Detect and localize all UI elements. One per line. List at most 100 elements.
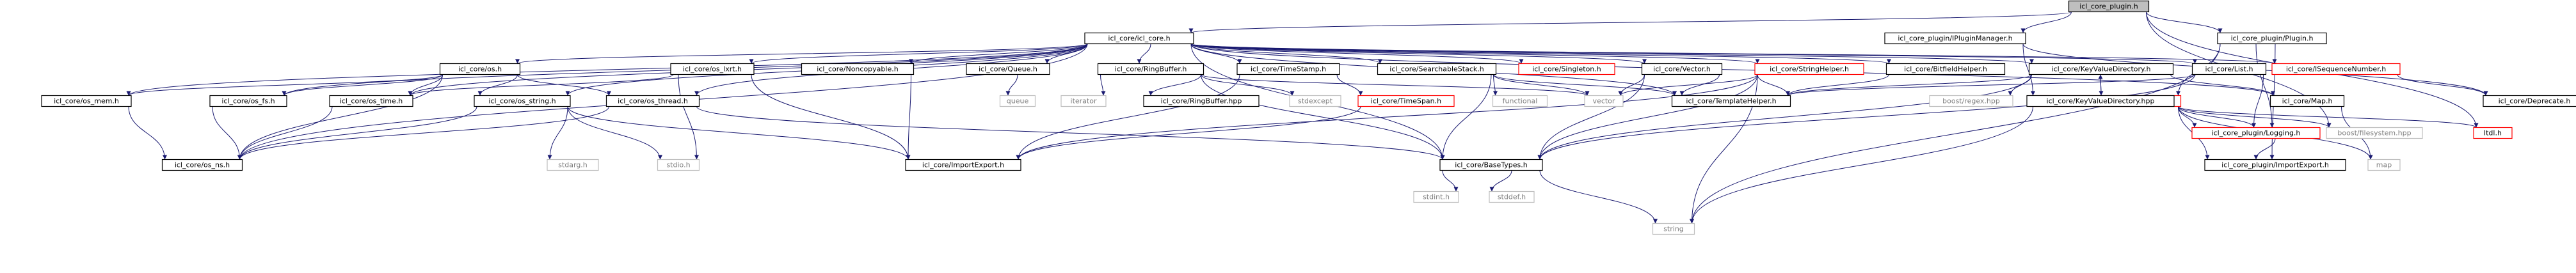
node-box-string [1652, 222, 1695, 235]
edge-icl_core-to-strhelper [1190, 43, 1760, 64]
node-box-os [439, 63, 521, 75]
edge-basetypes-to-stddef [1489, 170, 1512, 192]
node-label-os_string: icl_core/os_string.h [488, 97, 556, 105]
node-box-boostregex [1929, 95, 2013, 107]
node-label-importexport: icl_core/ImportExport.h [922, 161, 1004, 169]
node-iplugin[interactable]: icl_core_plugin/Plugin.h [2217, 32, 2327, 45]
edge-icl_core-to-maph [1190, 43, 2275, 96]
edge-os_fs-to-os_ns [212, 106, 242, 160]
edge-pluginmgr-to-list [2178, 106, 2256, 128]
node-label-ltdl: ltdl.h [2484, 129, 2502, 137]
edge-bitfield-to-template [1786, 74, 1889, 96]
node-box-stdarg [547, 159, 599, 171]
node-box-kvdhpp [2026, 95, 2175, 107]
node-os_fs[interactable]: icl_core/os_fs.h [209, 95, 287, 107]
node-ringbufhpp[interactable]: icl_core/RingBuffer.hpp [1143, 95, 1260, 107]
edge-pluginmgr-to-ltdl [2178, 106, 2479, 128]
node-boostfs: boost/filesystem.hpp [2326, 127, 2423, 139]
node-label-logging: icl_core_plugin/Logging.h [2212, 129, 2301, 137]
edge-searchable-to-vector [1493, 74, 1590, 96]
node-iseq[interactable]: icl_core/ISequenceNumber.h [2271, 63, 2401, 75]
node-label-os_mem: icl_core/os_mem.h [54, 97, 119, 105]
node-kvd[interactable]: icl_core/KeyValueDirectory.h [2028, 63, 2174, 75]
node-os_ns[interactable]: icl_core/os_ns.h [161, 159, 243, 171]
node-importexport[interactable]: icl_core/ImportExport.h [905, 159, 1021, 171]
node-template[interactable]: icl_core/TemplateHelper.h [1671, 95, 1791, 107]
node-os_thread[interactable]: icl_core/os_thread.h [605, 95, 700, 107]
node-box-strhelper [1754, 63, 1864, 75]
node-os_string[interactable]: icl_core/os_string.h [474, 95, 571, 107]
node-timespan[interactable]: icl_core/TimeSpan.h [1357, 95, 1455, 107]
node-stdexcept: stdexcept [1289, 95, 1341, 107]
node-searchable[interactable]: icl_core/SearchableStack.h [1377, 63, 1497, 75]
node-label-map: map [2376, 161, 2392, 169]
node-icl_core[interactable]: icl_core/icl_core.h [1084, 32, 1194, 45]
edge-timespan-to-importexport [1016, 106, 1361, 160]
node-ringbuf[interactable]: icl_core/RingBuffer.h [1097, 63, 1204, 75]
node-ipm[interactable]: icl_core_plugin/IPluginManager.h [1884, 32, 2026, 45]
node-maph[interactable]: icl_core/Map.h [2269, 95, 2345, 107]
node-label-basetypes: icl_core/BaseTypes.h [1455, 161, 1527, 169]
node-ltdl[interactable]: ltdl.h [2473, 127, 2513, 139]
edge-kvd-to-template [1786, 74, 2032, 96]
node-box-basetypes [1439, 159, 1543, 171]
edge-iseq-to-deprecate [2397, 74, 2488, 96]
node-timestamp[interactable]: icl_core/TimeStamp.h [1236, 63, 1340, 75]
node-box-iplugin [2217, 32, 2327, 45]
node-root[interactable]: icl_core_plugin.h [2068, 0, 2150, 13]
node-singleton[interactable]: icl_core/Singleton.h [1518, 63, 1615, 75]
node-listh[interactable]: icl_core/List.h [2191, 63, 2267, 75]
edge-icl_core-to-kvd [1190, 43, 2034, 64]
node-box-bitfield [1885, 63, 2006, 75]
node-os[interactable]: icl_core/os.h [439, 63, 521, 75]
node-queue[interactable]: icl_core/Queue.h [966, 63, 1050, 75]
edge-vectorh-to-template [1679, 74, 1720, 96]
node-box-os_mem [41, 95, 132, 107]
edge-os-to-os_fs [282, 74, 443, 96]
node-box-stdint [1413, 191, 1459, 203]
edge-os_string-to-stdarg [547, 106, 568, 160]
node-vectorh[interactable]: icl_core/Vector.h [1641, 63, 1723, 75]
edge-searchable-to-functional [1492, 74, 1498, 96]
node-box-root [2068, 0, 2150, 13]
edge-searchable-to-template [1493, 74, 1677, 96]
edge-searchable-to-basetypes [1440, 74, 1492, 160]
edge-noncopy-to-importexport [906, 74, 911, 160]
node-box-stdexcept [1289, 95, 1341, 107]
node-box-icl_core [1084, 32, 1194, 45]
edge-icl_core-to-singleton [1190, 43, 1524, 64]
node-os_mem[interactable]: icl_core/os_mem.h [41, 95, 132, 107]
node-deprecate[interactable]: icl_core/Deprecate.h [2483, 95, 2576, 107]
node-boostregex: boost/regex.hpp [1929, 95, 2013, 107]
node-label-vectorh: icl_core/Vector.h [1653, 65, 1711, 74]
node-vector: vector [1584, 95, 1624, 107]
node-label-searchable: icl_core/SearchableStack.h [1389, 65, 1484, 74]
node-strhelper[interactable]: icl_core/StringHelper.h [1754, 63, 1864, 75]
node-logging[interactable]: icl_core_plugin/Logging.h [2191, 127, 2321, 139]
edge-os_string-to-os_ns [237, 106, 477, 160]
node-os_lxrt[interactable]: icl_core/os_lxrt.h [670, 63, 755, 75]
node-label-stdarg: stdarg.h [558, 161, 588, 169]
node-box-deprecate [2483, 95, 2576, 107]
edge-ringbuf-to-iterator [1100, 74, 1106, 96]
node-bitfield[interactable]: icl_core/BitfieldHelper.h [1885, 63, 2006, 75]
node-box-maph [2269, 95, 2345, 107]
edge-strhelper-to-template [1757, 74, 1790, 96]
node-basetypes[interactable]: icl_core/BaseTypes.h [1439, 159, 1543, 171]
edge-ringbuf-to-basetypes [1201, 74, 1445, 160]
edge-os_string-to-importexport [567, 106, 911, 160]
node-kvdhpp[interactable]: icl_core/KeyValueDirectory.hpp [2026, 95, 2175, 107]
node-noncopy[interactable]: icl_core/Noncopyable.h [801, 63, 915, 75]
edge-icl_core-to-queue [1044, 43, 1088, 64]
node-plugin_ie[interactable]: icl_core_plugin/ImportExport.h [2204, 159, 2346, 171]
node-box-boostfs [2326, 127, 2423, 139]
edge-os_string-to-stdio [567, 106, 662, 160]
node-os_time[interactable]: icl_core/os_time.h [329, 95, 413, 107]
node-label-bitfield: icl_core/BitfieldHelper.h [1904, 65, 1987, 74]
edge-timestamp-to-importexport [1016, 74, 1240, 160]
node-box-kvd [2028, 63, 2174, 75]
node-label-strhelper: icl_core/StringHelper.h [1770, 65, 1849, 74]
edge-kvd-to-basetypes [1537, 74, 2032, 160]
edge-strhelper-to-basetypes [1537, 74, 1758, 160]
node-box-ltdl [2473, 127, 2513, 139]
